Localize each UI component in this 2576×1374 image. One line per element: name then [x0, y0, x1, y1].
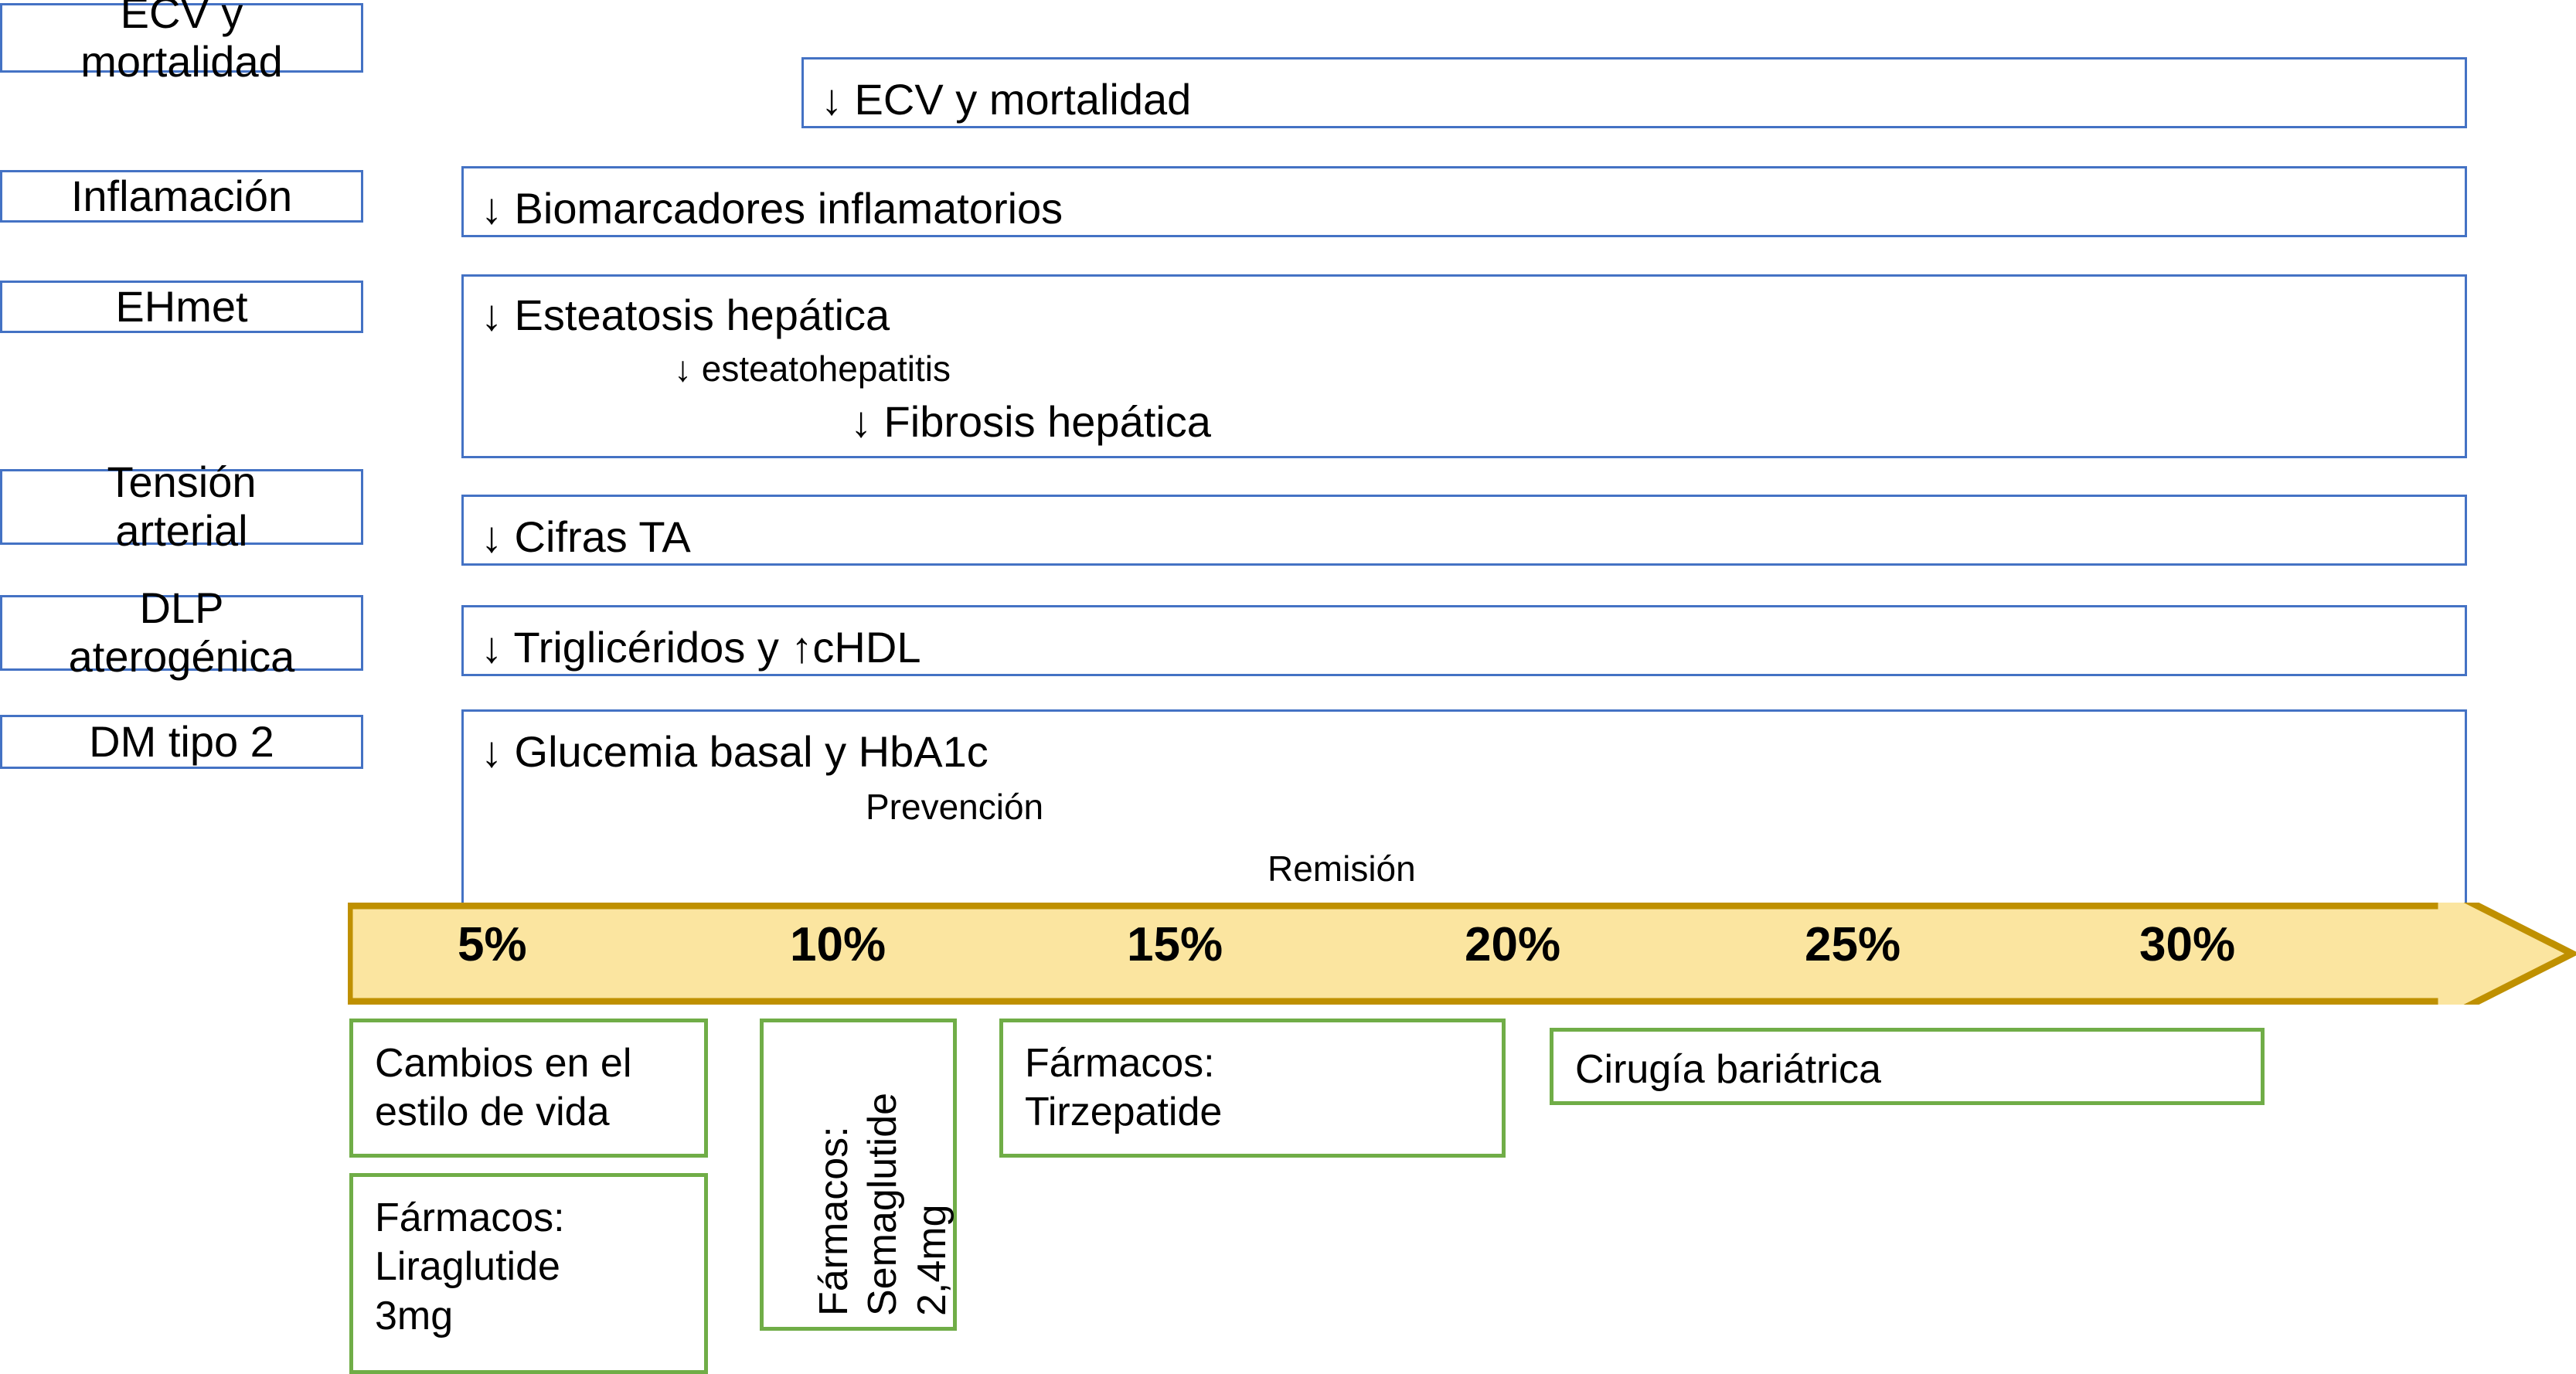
- category-box-tension: Tensión arterial: [0, 458, 363, 555]
- category-box-inflamacion: Inflamación: [0, 170, 363, 223]
- treatment-text-semaglutide: Fármacos: Semaglutide 2,4mg: [810, 1093, 957, 1316]
- treatment-box-tirzepatide: Fármacos: Tirzepatide: [999, 1019, 1506, 1158]
- axis-tick-25: 25%: [1805, 918, 1901, 971]
- treatment-semaglutide-line1: Fármacos:: [812, 1126, 856, 1316]
- effect-text-fibrosis: ↓ Fibrosis hepática: [850, 397, 1211, 446]
- effect-text-prevencion: Prevención: [866, 787, 1044, 827]
- category-label-dlp-line2: aterogénica: [68, 632, 295, 681]
- category-label-ehmet: EHmet: [115, 281, 248, 331]
- category-label-dm2: DM tipo 2: [89, 716, 274, 766]
- category-label-inflamacion: Inflamación: [70, 171, 293, 220]
- treatment-lifestyle-line1: Cambios en el: [375, 1041, 632, 1086]
- axis-tick-5: 5%: [458, 918, 527, 971]
- treatment-text-lifestyle: Cambios en el estilo de vida: [375, 1039, 692, 1138]
- effect-text-remision: Remisión: [1268, 849, 1416, 889]
- treatment-box-semaglutide: Fármacos: Semaglutide 2,4mg: [760, 1019, 957, 1331]
- axis-tick-30: 30%: [2139, 918, 2236, 971]
- category-label-tension-line1: Tensión: [107, 457, 257, 507]
- treatment-box-surgery: Cirugía bariátrica: [1550, 1028, 2265, 1105]
- treatment-tirzepatide-line2: Tirzepatide: [1025, 1090, 1223, 1135]
- arrow-polygon: [348, 903, 2576, 1005]
- weight-loss-axis-arrow: [348, 903, 2576, 1005]
- category-box-dm2: DM tipo 2: [0, 715, 363, 769]
- axis-tick-10: 10%: [790, 918, 886, 971]
- effect-box-ehmet: ↓ Esteatosis hepática ↓ esteatohepatitis…: [461, 274, 2467, 458]
- treatment-text-tirzepatide: Fármacos: Tirzepatide: [1025, 1039, 1489, 1138]
- category-box-ehmet: EHmet: [0, 281, 363, 333]
- effect-box-dlp: ↓ Triglicéridos y ↑cHDL: [461, 605, 2467, 676]
- treatment-text-surgery: Cirugía bariátrica: [1575, 1047, 1881, 1092]
- treatment-box-lifestyle: Cambios en el estilo de vida: [349, 1019, 708, 1158]
- axis-tick-20: 20%: [1465, 918, 1561, 971]
- effect-box-tension: ↓ Cifras TA: [461, 495, 2467, 566]
- treatment-tirzepatide-line1: Fármacos:: [1025, 1041, 1215, 1086]
- category-label-ecv-line2: mortalidad: [80, 37, 283, 86]
- effect-text-inflamacion: ↓ Biomarcadores inflamatorios: [481, 184, 1063, 233]
- treatment-lifestyle-line2: estilo de vida: [375, 1090, 610, 1135]
- effect-box-ecv: ↓ ECV y mortalidad: [801, 57, 2467, 128]
- treatment-text-liraglutide: Fármacos: Liraglutide 3mg: [375, 1194, 692, 1341]
- effect-text-tension: ↓ Cifras TA: [481, 512, 691, 561]
- effect-text-dlp: ↓ Triglicéridos y ↑cHDL: [481, 623, 921, 672]
- effect-text-esteatosis: ↓ Esteatosis hepática: [481, 291, 890, 339]
- category-label-dlp: DLP aterogénica: [69, 584, 295, 681]
- treatment-liraglutide-line1: Fármacos:: [375, 1195, 565, 1240]
- treatment-liraglutide-line2: Liraglutide: [375, 1244, 560, 1290]
- category-label-tension-line2: arterial: [115, 506, 248, 555]
- axis-tick-15: 15%: [1127, 918, 1223, 971]
- treatment-box-liraglutide: Fármacos: Liraglutide 3mg: [349, 1173, 708, 1374]
- effect-text-esteatohepatitis: ↓ esteatohepatitis: [674, 349, 951, 389]
- effect-box-dm2: ↓ Glucemia basal y HbA1c Prevención Remi…: [461, 709, 2467, 905]
- category-box-dlp: DLP aterogénica: [0, 584, 363, 681]
- treatment-semaglutide-line3: 2,4mg: [909, 1204, 955, 1316]
- category-label-ecv: ECV y mortalidad: [80, 0, 282, 87]
- category-label-ecv-line1: ECV y: [120, 0, 243, 38]
- category-box-ecv: ECV y mortalidad: [0, 0, 363, 86]
- treatment-semaglutide-line2: Semaglutide: [860, 1092, 906, 1316]
- effect-text-ecv: ↓ ECV y mortalidad: [821, 75, 1192, 124]
- category-label-tension: Tensión arterial: [107, 458, 256, 555]
- effect-text-glucemia: ↓ Glucemia basal y HbA1c: [481, 727, 989, 776]
- category-label-dlp-line1: DLP: [139, 583, 224, 633]
- treatment-liraglutide-line3: 3mg: [375, 1293, 454, 1338]
- arrow-shape: [348, 903, 2576, 1005]
- effect-box-inflamacion: ↓ Biomarcadores inflamatorios: [461, 166, 2467, 237]
